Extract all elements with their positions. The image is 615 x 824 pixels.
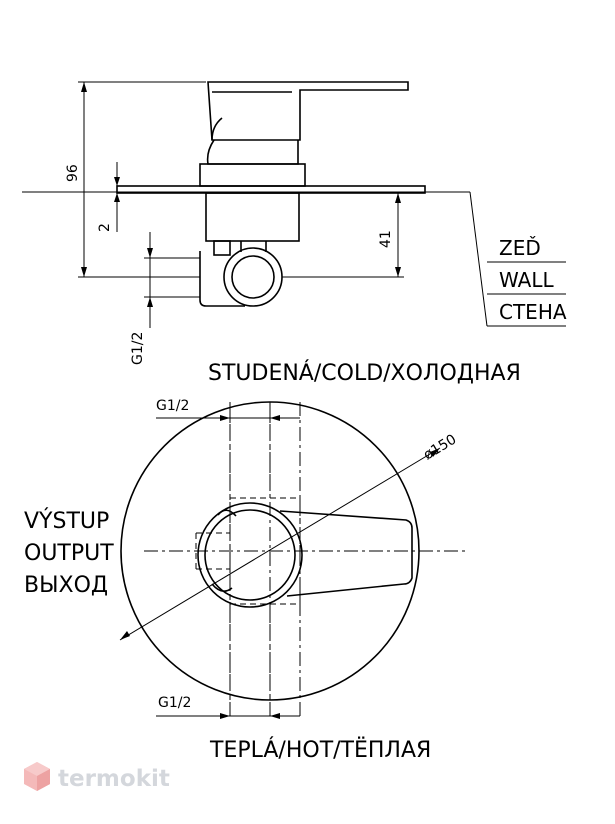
label-cold: STUDENÁ/COLD/ХОЛОДНАЯ xyxy=(208,360,521,386)
label-output-cz: VÝSTUP xyxy=(24,508,109,534)
wall-leader xyxy=(469,191,488,327)
wall-label-cz: ZEĎ xyxy=(499,236,541,260)
dim-41-arrows xyxy=(395,193,401,277)
lever-neck xyxy=(206,139,299,165)
dim-41-label: 41 xyxy=(378,230,394,248)
handle-detail-top xyxy=(217,509,237,517)
outlet-neck xyxy=(240,241,267,252)
handle-detail-bottom xyxy=(211,583,233,592)
dim-bottom-label: G1/2 xyxy=(158,695,191,711)
dim-thread-label: G1/2 xyxy=(130,332,146,365)
watermark: termokit xyxy=(24,762,170,792)
handle-inner xyxy=(204,509,296,601)
dim-2-label: 2 xyxy=(97,223,113,232)
rosette xyxy=(199,163,306,187)
label-output-en: OUTPUT xyxy=(24,541,114,566)
front-view: STUDENÁ/COLD/ХОЛОДНАЯ TEPLÁ/HOT/TЁПЛАЯ V… xyxy=(24,360,521,763)
label-output-ru: ВЫХОД xyxy=(24,573,108,598)
hexagon-logo-icon xyxy=(24,762,50,791)
dim-96-label: 96 xyxy=(65,164,81,182)
hidden-pipes xyxy=(229,414,271,716)
dim-diameter-line xyxy=(119,447,441,641)
outlet-bore xyxy=(231,255,275,299)
lever-curve xyxy=(211,117,223,141)
handle-rosette xyxy=(197,502,303,608)
valve-body xyxy=(205,192,300,242)
label-hot: TEPLÁ/HOT/TЁПЛАЯ xyxy=(209,737,431,763)
wall-label-ru: СТЕНА xyxy=(499,300,567,324)
dim-diameter-label: ø150 xyxy=(421,432,459,464)
lever-handle xyxy=(207,81,409,141)
hidden-outlet xyxy=(195,532,230,570)
outlet-body xyxy=(199,251,245,307)
watermark-brand: termokit xyxy=(58,766,170,792)
side-view: 96 2 41 G1/2 ZEĎ WALL СТЕНА xyxy=(22,81,567,365)
valve-stub xyxy=(213,240,231,256)
dim-2-arrows xyxy=(114,177,120,202)
handle-lever xyxy=(279,510,413,597)
dim-top-label: G1/2 xyxy=(156,398,189,414)
wall-label-en: WALL xyxy=(499,268,555,292)
